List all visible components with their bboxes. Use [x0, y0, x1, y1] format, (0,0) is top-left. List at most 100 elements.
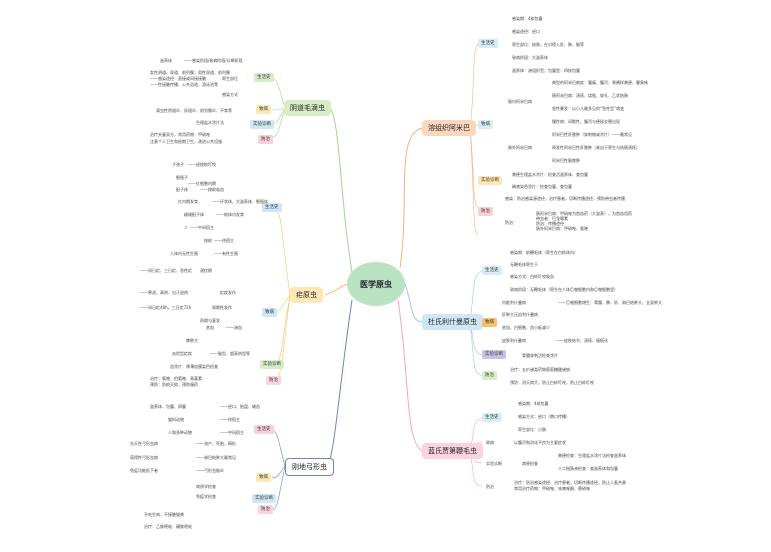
branch-toxoplasma[interactable]: 刚地弓形虫 [285, 458, 334, 476]
list-item: ——按蚊吸血 [200, 187, 224, 192]
branch-plasmodium[interactable]: 疟原虫 [290, 287, 323, 303]
list-item: ——间日疟、三日疟、恶性疟 [140, 268, 192, 273]
list-item: 脾肿大 [186, 338, 198, 343]
giardia-pathogenesis[interactable]: 致病 [486, 440, 494, 445]
list-item: ——性接触传播、公共浴池、游泳池等 [150, 82, 218, 87]
subnode: 肠内阿米巴病 [508, 99, 532, 104]
list-item: ——巨噬细胞增生：骨髓、脾、肝、淋巴结肿大、全身肿大 [558, 300, 662, 305]
toxoplasma-diagnosis[interactable]: 实验诊断 [252, 494, 276, 503]
list-item: 原发性阿米巴性肝脓肿（来自于寄生与结肠溃疡） [552, 145, 640, 150]
list-item: 预防：防蚊灭蚊，预防服药 [150, 382, 198, 387]
list-item: 感染方式：白蛉叮咬吸血 [510, 274, 554, 279]
branch-trichomonas[interactable]: 阴道毛滴虫 [284, 100, 331, 116]
list-item: ——终宿主 [214, 238, 234, 243]
plasmodium-prevention[interactable]: 防治 [266, 376, 281, 385]
list-item: 人和多种动物 [168, 430, 192, 435]
list-item: ——经口、胎盘、输血 [220, 404, 260, 409]
list-item: 注意个人卫生和经期卫生，改进公共设施 [150, 139, 222, 144]
list-item: 肠外阿米巴病：甲硝唑、氯喹 [536, 226, 588, 231]
list-item: 常用治疗药物：甲硝唑、呋喃唑酮、替硝唑 [514, 486, 590, 491]
list-item: ——溶血 [226, 325, 242, 330]
link-b2 [404, 283, 423, 323]
list-item: ——脑型、超高热型等 [210, 351, 250, 356]
list-item: ——感染阶段/致病阶段/诊断阶段 [184, 58, 243, 63]
list-item: 治疗夫妻双方，常用药物：甲硝唑 [150, 132, 210, 137]
list-item: ——红细胞内期 [188, 181, 216, 186]
list-item: 感染期：4核包囊 [512, 16, 543, 21]
list-item: 贫血、白细胞、血小板减少 [502, 325, 550, 330]
list-item: 子孢子 [172, 162, 184, 167]
amoeba-prevention[interactable]: 防治 [478, 207, 493, 216]
branch-leishmania[interactable]: 杜氏利什曼原虫 [422, 314, 483, 330]
list-item: 滋养体 [160, 58, 172, 63]
list-item: 肝肿大压迫利什曼病 [502, 312, 538, 317]
trichomonas-pathogenesis[interactable]: 致病 [256, 105, 271, 114]
leishmania-pathogenesis[interactable]: 致病 [482, 318, 497, 327]
list-item: 防治： [505, 220, 517, 225]
list-item: 周期性发作 [212, 305, 232, 310]
list-item: 肠阿米巴病：溃疡、烧瓶、穿孔、乙状结肠 [552, 93, 628, 98]
trichomonas-prevention[interactable]: 防治 [258, 135, 273, 144]
plasmodium-lifecycle[interactable]: 生活史 [262, 203, 282, 212]
link-b4 [329, 107, 353, 273]
list-item: 感染方式：经口（粪口传播） [518, 414, 570, 419]
list-item: 免疫学检查 [196, 494, 216, 499]
list-item: 致病阶段：大滋养体 [512, 55, 548, 60]
list-item: 寄生部位 [222, 76, 238, 81]
link-b1 [399, 127, 423, 269]
leishmania-diagnosis[interactable]: 实验诊断 [482, 350, 506, 359]
list-item: ——流产、死胎、畸形 [196, 441, 236, 446]
list-item: 治疗：五价锑类药物葡萄糖酸锑钠 [510, 367, 570, 372]
list-item: ——中间宿主 [220, 430, 244, 435]
leishmania-lifecycle[interactable]: 生活史 [482, 266, 502, 275]
branch-giardia[interactable]: 蓝氏贾第鞭毛虫 [422, 443, 483, 459]
list-item: ——中间宿主 [190, 225, 214, 230]
list-item: ——环状体、大滋养体、裂殖体 [212, 199, 268, 204]
trichomonas-diagnosis[interactable]: 实验诊断 [250, 120, 274, 129]
giardia-lifecycle[interactable]: 生活史 [482, 413, 502, 422]
amoeba-pathogenesis[interactable]: 致病 [478, 120, 493, 129]
list-item: 女性阴道、尿道、前列腺；男性尿道、前列腺 [150, 70, 230, 75]
list-item: ——弓形虫脑炎 [196, 468, 224, 473]
list-item: ——蚊体内发育 [216, 212, 244, 217]
list-item: 猫科动物 [168, 417, 184, 422]
list-item: ——经按蚊叮咬 [188, 162, 216, 167]
link-b5 [324, 283, 348, 296]
center-topic[interactable]: 医学原虫 [347, 262, 405, 306]
amoeba-lifecycle[interactable]: 生活史 [478, 39, 498, 48]
link-b6 [327, 299, 353, 467]
list-item: 治疗：氯喹、伯氨喹、青蒿素 [150, 376, 202, 381]
list-item: 碘液染色涂片：检查包囊、查包囊 [512, 184, 572, 189]
list-item: 雌雄配子体 [184, 212, 204, 217]
giardia-prevention[interactable]: 防治 [486, 484, 494, 489]
list-item: 再燃与复发 [200, 318, 220, 323]
list-item: ——终宿主 [220, 417, 240, 422]
list-item: 防治：传播途径 [536, 221, 564, 226]
list-item: ——皮肤结节、溃疡、瘢痕化 [556, 338, 608, 343]
list-item: 病原学检查 [196, 484, 216, 489]
list-item: 免疫功能低下者 [130, 468, 158, 473]
list-item: 肠阿米巴病：甲硝唑为首选药（大滋养），为首选用药 [536, 211, 632, 216]
toxoplasma-lifecycle[interactable]: 生活史 [254, 425, 274, 434]
list-item: 不吃生肉，不接触猫粪 [144, 512, 184, 517]
leishmania-prevention[interactable]: 防治 [482, 371, 497, 380]
plasmodium-diagnosis[interactable]: 实验诊断 [260, 360, 284, 369]
link-b3 [397, 299, 423, 452]
list-item: 寄生部位：小肠 [518, 427, 546, 432]
list-item: 致病阶段：无鞭毛体（寄生在人体巨噬细胞内和巨噬细胞里） [510, 287, 618, 292]
toxoplasma-pathogenesis[interactable]: 致病 [256, 473, 271, 482]
amoeba-diagnosis[interactable]: 实验诊断 [478, 176, 502, 185]
list-item: 获得性弓形虫病 [130, 455, 158, 460]
list-item: 带虫者：巴龙霉素 [536, 216, 568, 221]
branch-amoeba[interactable]: 溶组织阿米巴 [422, 120, 476, 136]
subnode: 病原检查 [522, 461, 538, 466]
plasmodium-pathogenesis[interactable]: 致病 [262, 308, 277, 317]
list-item: 骨髓穿刺活检查涂片 [522, 353, 558, 358]
giardia-diagnosis[interactable]: 实验诊断 [486, 461, 502, 466]
list-item: 预防：消灭病犬，防止白蛉叮咬，防止白蛉叮咬 [510, 380, 594, 385]
trichomonas-lifecycle[interactable]: 生活史 [254, 73, 274, 82]
list-item: 人体内无性生殖 [170, 251, 198, 256]
list-item: 生理盐水涂片法 [196, 120, 224, 125]
toxoplasma-prevention[interactable]: 防治 [258, 505, 273, 514]
list-item: 潜伏期 [200, 268, 212, 273]
